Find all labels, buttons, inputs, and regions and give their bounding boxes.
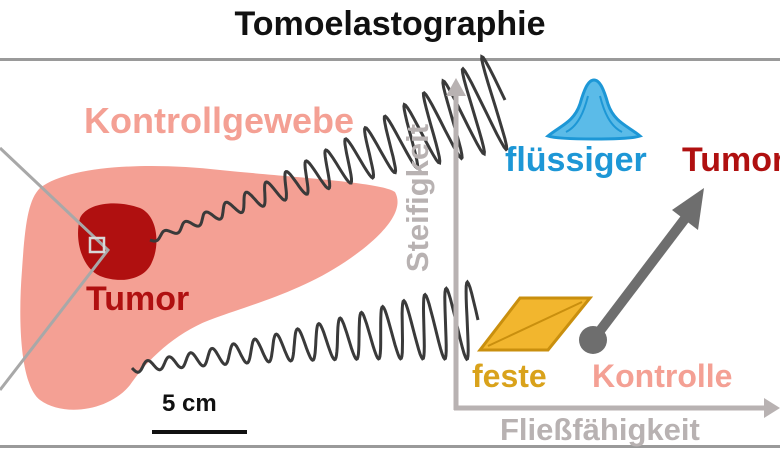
control-tissue-label: Kontrollgewebe (84, 100, 355, 141)
tumor-right-label: Tumor (682, 141, 780, 179)
control-wave (130, 279, 480, 374)
figure-frame (0, 58, 780, 448)
scale-bar-label: 5 cm (162, 390, 217, 417)
tumor-shape (78, 203, 157, 280)
trend-arrow-origin (579, 326, 607, 354)
fluid-blob (544, 78, 644, 141)
x-axis-label: Fließfähigkeit (500, 412, 700, 447)
tumor-label: Tumor (86, 280, 190, 318)
zoom-guide-lines (0, 146, 111, 391)
fluid-label: flüssiger (505, 141, 647, 179)
control-label: Kontrolle (592, 358, 733, 394)
trend-arrowhead (672, 188, 704, 230)
fluid-blob-detail (565, 95, 623, 133)
solid-label: feste (472, 358, 547, 394)
solid-diagonal (487, 301, 583, 347)
y-axis-arrowhead (446, 78, 466, 96)
trend-arrow-shaft (589, 208, 694, 344)
y-axis-label: Steifigkeit (400, 123, 435, 273)
figure-title: Tomoelastographie (234, 5, 546, 43)
zoom-box (88, 236, 106, 254)
x-axis-arrowhead (764, 398, 780, 418)
